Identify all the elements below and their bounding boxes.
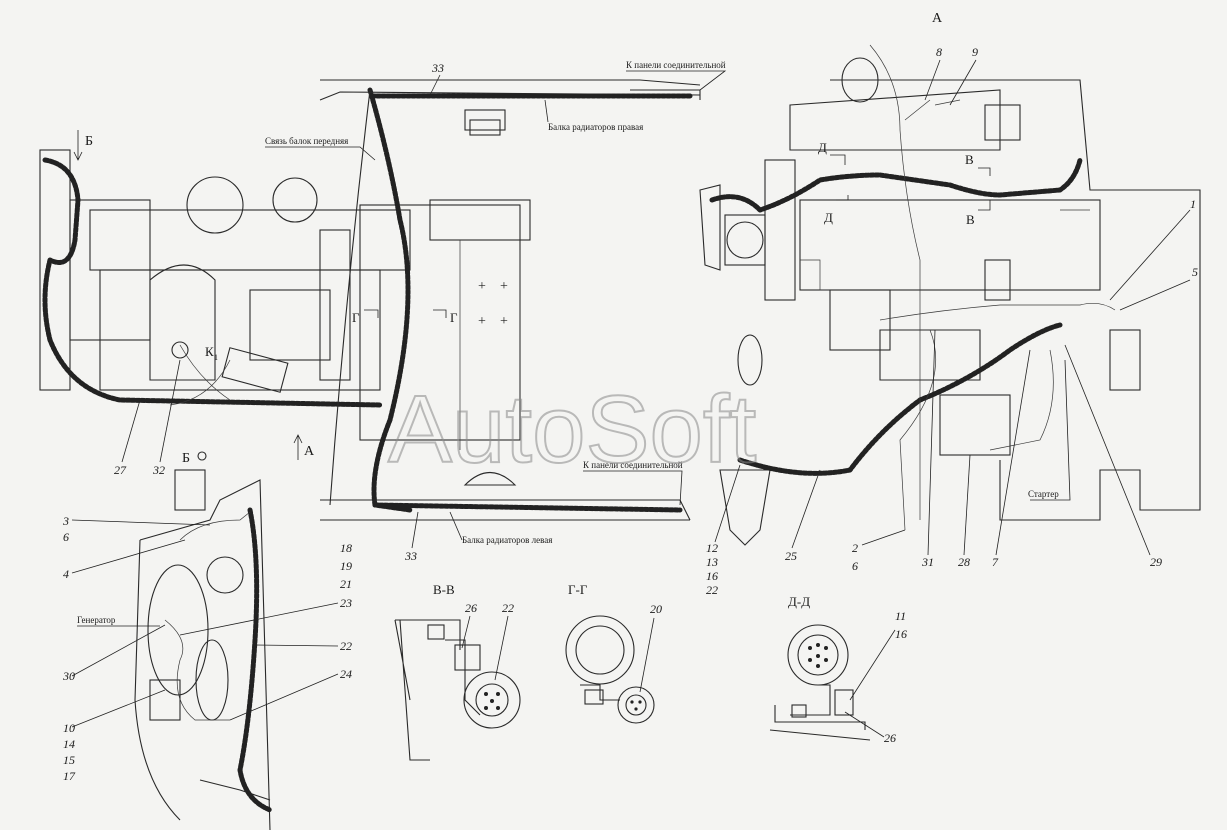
svg-text:+: +	[478, 279, 486, 294]
svg-text:+: +	[478, 314, 486, 329]
section-mark-v-bottom: В	[966, 212, 975, 227]
left-engine-drawing: + + + +	[39, 149, 531, 450]
section-mark-v-top: В	[965, 152, 974, 167]
label-12: 12	[706, 541, 718, 555]
left-engine-harness	[42, 87, 413, 513]
caption-beam-left: Балка радиаторов левая	[462, 535, 552, 545]
section-mark-g-right: Г	[450, 310, 458, 325]
label-15: 15	[63, 753, 75, 767]
label-33-bottom: 33	[404, 549, 417, 563]
label-27: 27	[114, 463, 127, 477]
label-8: 8	[936, 45, 942, 59]
label-11: 11	[895, 609, 906, 623]
label-32: 32	[152, 463, 165, 477]
label-7: 7	[992, 555, 999, 569]
label-16b: 16	[895, 627, 907, 641]
caption-beam-right: Балка радиаторов правая	[548, 122, 643, 132]
caption-generator: Генератор	[77, 615, 116, 625]
label-28: 28	[958, 555, 970, 569]
label-20: 20	[650, 602, 662, 616]
section-mark-d-bottom: Д	[824, 210, 833, 225]
label-6a: 6	[852, 559, 858, 573]
label-22c: 22	[502, 601, 514, 615]
label-4: 4	[63, 567, 69, 581]
view-label-a: А	[932, 11, 943, 26]
label-26b: 26	[884, 731, 896, 745]
label-17: 17	[63, 769, 76, 783]
label-6b: 6	[63, 530, 69, 544]
section-mark-d-top: Д	[818, 140, 827, 155]
svg-text:+: +	[500, 279, 508, 294]
svg-text:+: +	[500, 314, 508, 329]
caption-to-panel-top: К панели соединительной	[626, 60, 726, 70]
label-19: 19	[340, 559, 352, 573]
watermark: AutoSoft	[388, 376, 756, 483]
label-33-top: 33	[431, 61, 444, 75]
view-label-b-circle: Б	[182, 451, 190, 466]
label-14: 14	[63, 737, 75, 751]
caption-to-panel-bottom: К панели соединительной	[583, 460, 683, 470]
label-3: 3	[62, 514, 69, 528]
label-23: 23	[340, 596, 352, 610]
section-vv-detail: В-В 26 22	[394, 582, 521, 761]
right-engine-harness	[709, 44, 1116, 531]
section-dd-detail: Д-Д 11 16 26	[769, 594, 907, 745]
view-label-b: Б	[85, 134, 93, 149]
view-b-drawing	[134, 469, 271, 830]
label-9: 9	[972, 45, 978, 59]
label-31: 31	[921, 555, 934, 569]
caption-starter: Стартер	[1028, 489, 1059, 499]
caption-front-link: Связь балок передняя	[265, 136, 348, 146]
label-k1-sub: 1	[214, 353, 218, 362]
label-30: 30	[62, 669, 75, 683]
label-16a: 16	[706, 569, 718, 583]
label-2: 2	[852, 541, 858, 555]
view-b-harness	[164, 507, 273, 813]
label-22b: 22	[340, 639, 352, 653]
section-title-gg: Г-Г	[568, 582, 588, 597]
label-10: 10	[63, 721, 75, 735]
label-21: 21	[340, 577, 352, 591]
label-13: 13	[706, 555, 718, 569]
label-25: 25	[785, 549, 797, 563]
label-18: 18	[340, 541, 352, 555]
view-label-a-arrow: А	[304, 444, 315, 459]
section-title-vv: В-В	[433, 582, 455, 597]
label-24: 24	[340, 667, 352, 681]
section-gg-detail: Г-Г 20	[565, 582, 662, 724]
label-1: 1	[1190, 197, 1196, 211]
right-engine-drawing	[699, 57, 1201, 546]
label-22a: 22	[706, 583, 718, 597]
label-26a: 26	[465, 601, 477, 615]
label-5: 5	[1192, 265, 1198, 279]
label-29: 29	[1150, 555, 1162, 569]
label-k1: К	[205, 344, 214, 359]
section-mark-g-left: Г	[352, 310, 360, 325]
section-title-dd: Д-Д	[788, 594, 810, 609]
